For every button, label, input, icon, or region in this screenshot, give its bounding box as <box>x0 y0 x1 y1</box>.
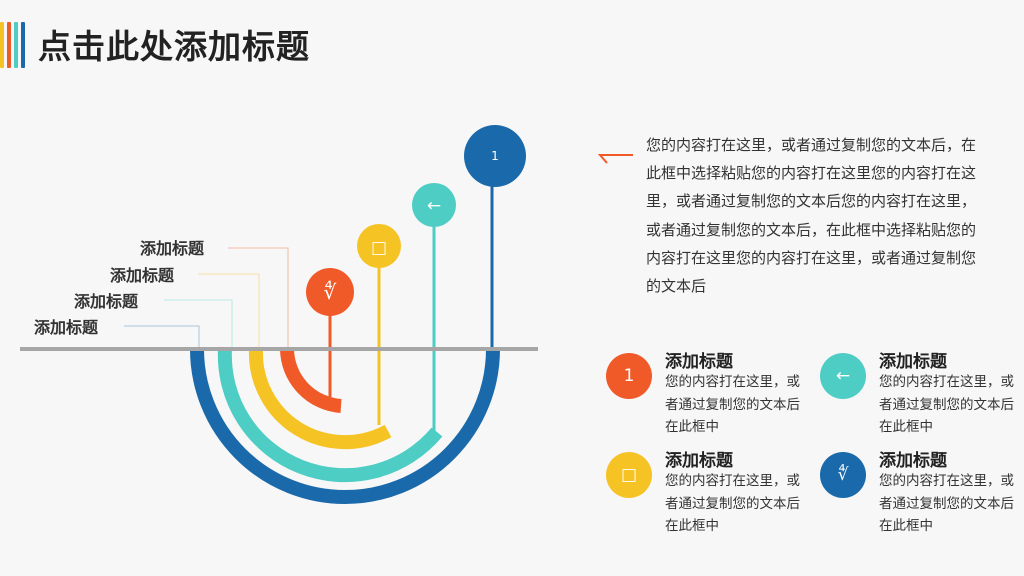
accent-bars <box>0 22 28 68</box>
card-title[interactable]: 添加标题 <box>879 451 947 471</box>
arrow-left-icon: ← <box>820 353 866 399</box>
diagram-label-2[interactable]: 添加标题 <box>110 266 175 285</box>
diagram-label-4[interactable]: 添加标题 <box>34 318 99 337</box>
arrow-left-icon: ← <box>427 196 441 216</box>
card-desc[interactable]: 您的内容打在这里，或者通过复制您的文本后在此框中 <box>879 473 1014 534</box>
card-3: □ 添加标题 您的内容打在这里，或者通过复制您的文本后在此框中 <box>606 451 806 547</box>
diagram-label-3[interactable]: 添加标题 <box>74 292 139 311</box>
card-title[interactable]: 添加标题 <box>879 352 947 372</box>
card-desc[interactable]: 您的内容打在这里，或者通过复制您的文本后在此框中 <box>665 374 800 435</box>
leader-line-3 <box>164 299 233 347</box>
accent-tick <box>597 154 633 164</box>
number-one-icon: 1 <box>606 353 652 399</box>
card-2: ← 添加标题 您的内容打在这里，或者通过复制您的文本后在此框中 <box>820 352 1020 448</box>
accent-bar-1 <box>0 22 4 68</box>
sqrt-icon: ∜ <box>324 280 337 304</box>
page-title[interactable]: 点击此处添加标题 <box>38 27 310 66</box>
number-one-icon: 1 <box>491 149 499 163</box>
card-desc[interactable]: 您的内容打在这里，或者通过复制您的文本后在此框中 <box>879 374 1014 435</box>
arc-teal <box>217 348 443 483</box>
leader-line-1 <box>228 247 289 347</box>
card-1: 1 添加标题 您的内容打在这里，或者通过复制您的文本后在此框中 <box>606 352 806 448</box>
card-title[interactable]: 添加标题 <box>665 451 733 471</box>
square-icon: □ <box>371 238 387 258</box>
arc-orange <box>280 348 342 413</box>
arc-blue <box>190 348 500 504</box>
main-paragraph[interactable]: 您的内容打在这里，或者通过复制您的文本后，在此框中选择粘贴您的内容打在这里您的内… <box>646 136 977 296</box>
arc-yellow <box>248 348 392 450</box>
leader-line-2 <box>198 273 260 347</box>
square-icon: □ <box>606 452 652 498</box>
marker-arrow: ← <box>412 183 456 227</box>
marker-square: □ <box>357 224 401 268</box>
leader-line-4 <box>124 325 200 347</box>
card-desc[interactable]: 您的内容打在这里，或者通过复制您的文本后在此框中 <box>665 473 800 534</box>
card-4: ∜ 添加标题 您的内容打在这里，或者通过复制您的文本后在此框中 <box>820 451 1020 547</box>
accent-bar-3 <box>14 22 18 68</box>
marker-one: 1 <box>464 125 526 187</box>
marker-sqrt: ∜ <box>306 268 354 316</box>
card-title[interactable]: 添加标题 <box>665 352 733 372</box>
baseline <box>20 347 538 351</box>
sqrt-icon: ∜ <box>820 452 866 498</box>
accent-bar-4 <box>21 22 25 68</box>
accent-bar-2 <box>7 22 11 68</box>
diagram-label-1[interactable]: 添加标题 <box>140 239 205 258</box>
